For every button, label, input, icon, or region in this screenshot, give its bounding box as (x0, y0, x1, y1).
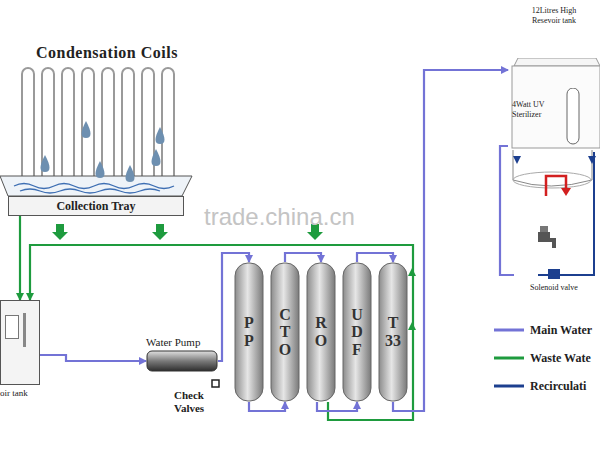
uv-tube (567, 88, 579, 144)
flow-connector (19, 216, 21, 300)
uv-label: 4Watt UV Sterilizer (512, 100, 560, 120)
tank-node: oir tank (0, 300, 40, 400)
filter-label: UDF (349, 306, 365, 359)
coil-tube (162, 68, 174, 178)
water-drop (156, 127, 165, 144)
tank-title: 12Litres High Resevoir tank (519, 6, 589, 26)
tank-gauge (23, 313, 26, 347)
filter-node: PP (234, 262, 264, 402)
flow-connector (285, 253, 321, 262)
legend-line (494, 385, 524, 388)
legend-text: Recirculati (530, 379, 586, 394)
flow-connector (393, 70, 508, 411)
tray-top (0, 176, 192, 196)
cartridge-shell (271, 263, 299, 401)
tank-body (0, 300, 40, 385)
tank-front (512, 66, 600, 148)
filter-label: RO (313, 314, 329, 349)
flow-connector (30, 245, 413, 420)
tray-label: Collection Tray (56, 199, 135, 214)
flow-connector (500, 146, 514, 275)
coil-tube (102, 68, 114, 178)
valve-label: Solenoid valve (514, 283, 594, 292)
legend-text: Main Water (530, 323, 592, 338)
filter-node: CTO (270, 262, 300, 402)
legend-row: Recirculati (494, 374, 592, 398)
pump-label: Water Pump (146, 336, 218, 348)
tank-top (514, 58, 600, 66)
filter-node: UDF (342, 262, 372, 402)
heading-label: Condensation Coils (36, 44, 178, 62)
water-waves (14, 184, 174, 194)
legend: Main WaterWaste WateRecirculati (494, 318, 592, 402)
uv-lamp (566, 88, 580, 146)
filter-node: RO (306, 262, 336, 402)
pump-node: Water Pump (146, 336, 218, 372)
coil-tube (22, 68, 34, 178)
water-drop (41, 155, 50, 172)
legend-row: Waste Wate (494, 346, 592, 370)
water-drop (82, 121, 91, 138)
check-valve (212, 380, 219, 387)
legend-sample (494, 326, 524, 334)
water-drop (152, 149, 161, 166)
tank-label: oir tank (0, 388, 40, 398)
filter-label: T33 (385, 314, 401, 349)
legend-sample (494, 382, 524, 390)
part-label: Check Valves (174, 389, 218, 414)
coil-tube (62, 68, 74, 178)
cartridge-shell (307, 263, 335, 401)
legend-line (494, 357, 524, 360)
legend-line (494, 329, 524, 332)
cartridge-shell (343, 263, 371, 401)
legend-text: Waste Wate (530, 351, 591, 366)
dispenser-base (513, 150, 596, 275)
water-drop (96, 161, 105, 178)
tank-panel (5, 315, 19, 339)
cartridge-shell (235, 263, 263, 401)
uv-node: 4Watt UV Sterilizer (512, 88, 592, 146)
filter-label: CTO (277, 306, 293, 359)
valve-node: Solenoid valve (514, 266, 594, 302)
legend-row: Main Water (494, 318, 592, 342)
condensation-coils (22, 68, 174, 178)
hitank-node: 12Litres High Resevoir tank 4Watt UV Ster… (508, 6, 600, 150)
coil-tube (82, 68, 94, 178)
droplets (41, 121, 165, 182)
flow-connector (317, 402, 357, 411)
legend-sample (494, 354, 524, 362)
pump-casing (147, 351, 217, 371)
filter-label: PP (241, 314, 257, 349)
pump-body (146, 350, 218, 372)
cartridge-shell (379, 263, 407, 401)
tray-node: Collection Tray (8, 196, 184, 216)
coil-tube (122, 68, 134, 178)
watermark: trade.china.cn (204, 203, 355, 231)
valve-symbol (548, 269, 560, 279)
filter-node: T33 (378, 262, 408, 402)
flow-connector (40, 355, 146, 361)
flow-connector (357, 253, 393, 262)
flow-connector (249, 402, 285, 411)
water-drop (126, 165, 135, 182)
